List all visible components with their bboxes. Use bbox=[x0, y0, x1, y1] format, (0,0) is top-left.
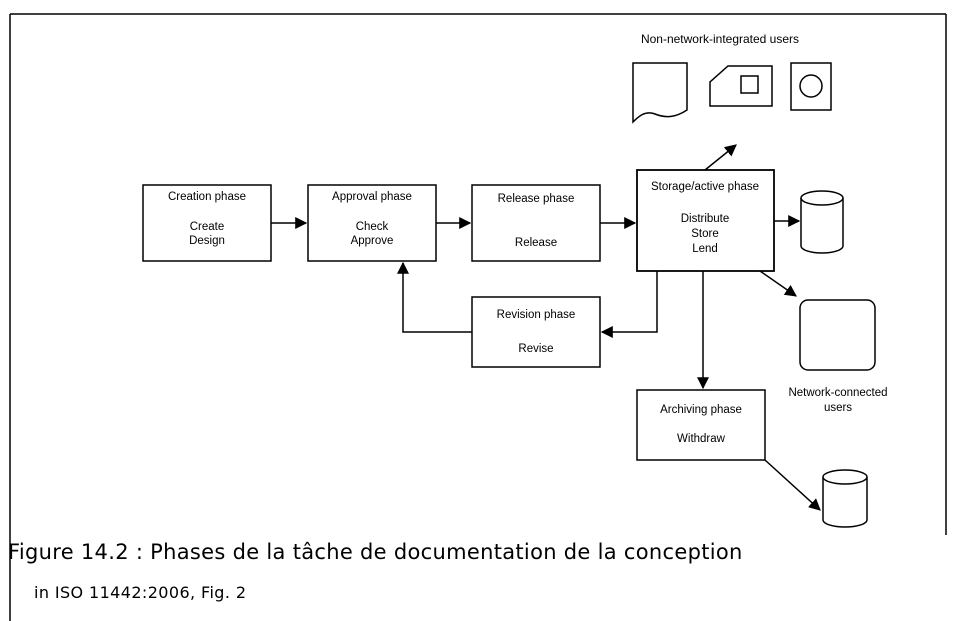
non-network-users-label: Non-network-integrated users bbox=[641, 32, 799, 46]
approval-phase-title: Approval phase bbox=[332, 191, 412, 203]
revision-phase-line1: Revise bbox=[518, 343, 553, 355]
storage-phase-line2: Store bbox=[691, 228, 719, 240]
release-phase-box: Release phase Release bbox=[471, 184, 601, 262]
revision-phase-box: Revision phase Revise bbox=[471, 296, 601, 368]
arrow-storage-to-revision bbox=[600, 271, 658, 338]
release-phase-title: Release phase bbox=[498, 193, 575, 205]
creation-phase-box: Creation phase Create Design bbox=[142, 184, 272, 262]
figure-source: in ISO 11442:2006, Fig. 2 bbox=[34, 583, 247, 602]
approval-phase-line2: Approve bbox=[351, 235, 394, 247]
arrow-storage-to-network-users bbox=[759, 270, 797, 297]
creation-phase-title: Creation phase bbox=[168, 191, 246, 203]
storage-phase-box: Storage/active phase Distribute Store Le… bbox=[636, 169, 775, 272]
archiving-phase-line1: Withdraw bbox=[677, 433, 726, 445]
monitor-icon bbox=[799, 299, 876, 371]
database-icon bbox=[800, 190, 844, 254]
figure-border bbox=[9, 13, 947, 621]
storage-phase-line1: Distribute bbox=[681, 213, 730, 225]
figure-caption: Figure 14.2 : Phases de la tâche de docu… bbox=[8, 540, 743, 564]
creation-phase-line2: Design bbox=[189, 235, 225, 247]
storage-phase-line3: Lend bbox=[692, 243, 718, 255]
approval-phase-box: Approval phase Check Approve bbox=[307, 184, 437, 262]
arrow-storage-to-top-users bbox=[704, 144, 737, 171]
network-users-label-2: users bbox=[824, 402, 852, 414]
storage-phase-title: Storage/active phase bbox=[651, 181, 759, 193]
approval-phase-line1: Check bbox=[356, 221, 389, 233]
archive-database-icon bbox=[822, 469, 868, 528]
disc-icon bbox=[790, 62, 832, 111]
card-icon bbox=[709, 65, 773, 107]
release-phase-line1: Release bbox=[515, 237, 557, 249]
arrow-revision-to-approval bbox=[397, 261, 472, 333]
document-icon bbox=[632, 62, 688, 124]
arrow-archiving-to-database bbox=[764, 459, 821, 511]
creation-phase-line1: Create bbox=[190, 221, 225, 233]
revision-phase-title: Revision phase bbox=[497, 309, 576, 321]
network-users-label-1: Network-connected bbox=[788, 387, 887, 399]
archiving-phase-title: Archiving phase bbox=[660, 404, 742, 416]
archiving-phase-box: Archiving phase Withdraw bbox=[636, 389, 766, 461]
